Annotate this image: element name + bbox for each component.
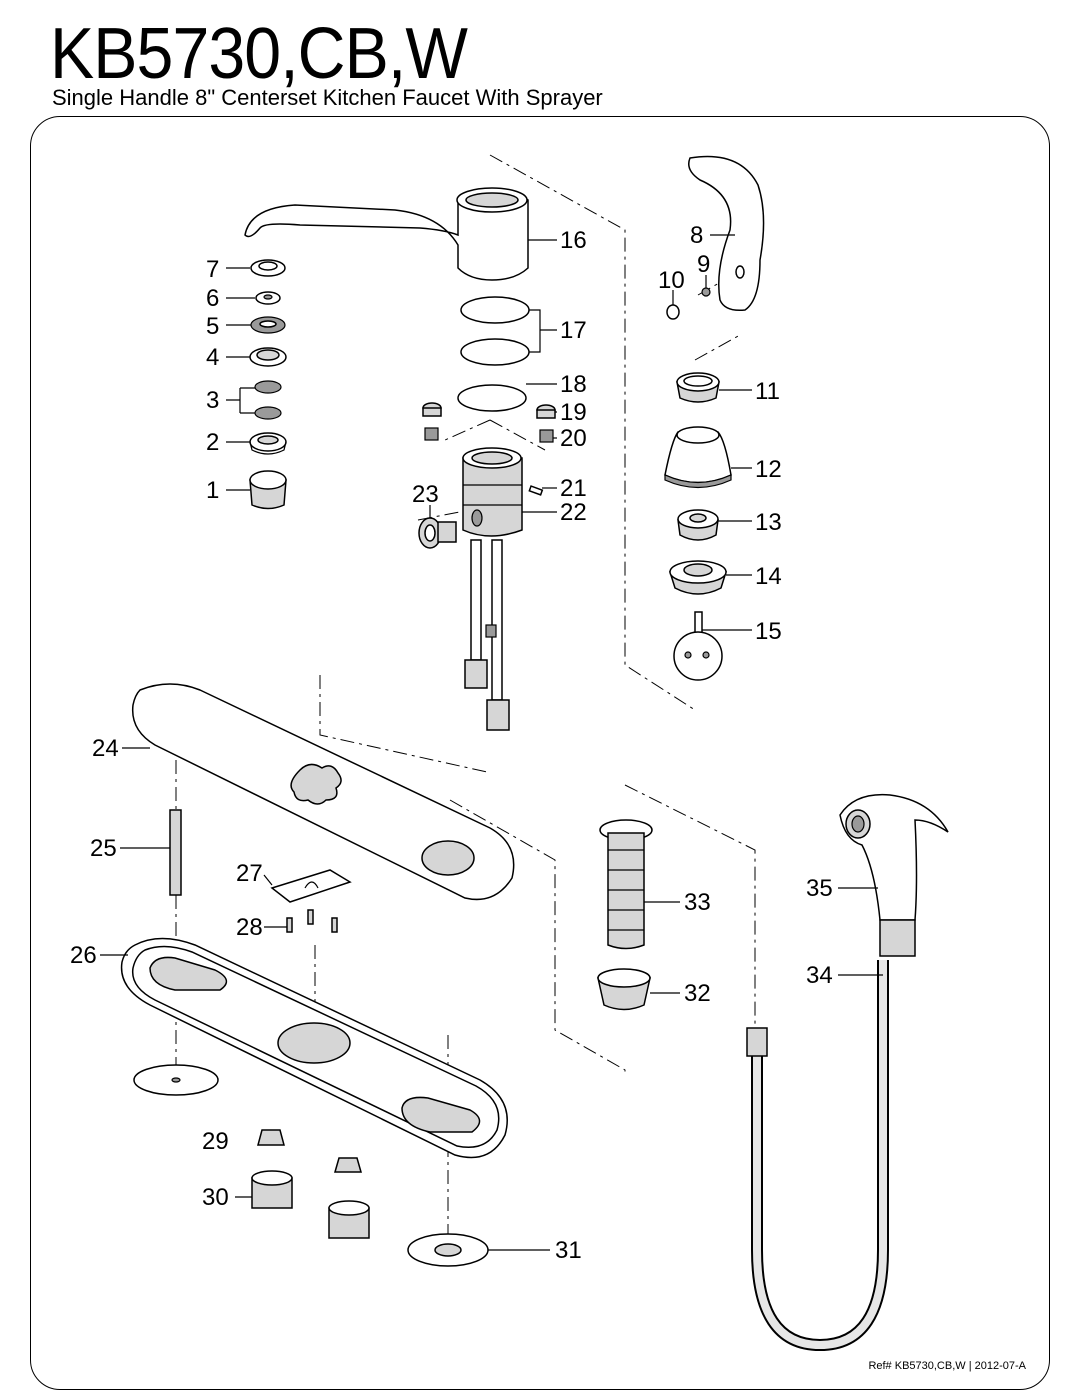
valve-body-part-22 (462, 447, 523, 537)
label-10: 10 (658, 267, 685, 294)
cap-part-10 (666, 304, 680, 320)
label-3: 3 (206, 387, 219, 414)
label-33: 33 (684, 889, 711, 916)
seal-part-14 (668, 560, 728, 595)
label-23: 23 (412, 481, 439, 508)
label-15: 15 (755, 618, 782, 645)
label-19: 19 (560, 399, 587, 426)
label-24: 24 (92, 735, 119, 762)
label-31: 31 (555, 1237, 582, 1264)
mounting-stud-part-25 (169, 809, 182, 896)
page-subtitle: Single Handle 8" Centerset Kitchen Fauce… (52, 85, 603, 110)
sprayer-head-part-35 (839, 793, 949, 957)
nut-plate-part-31 (407, 1233, 489, 1267)
springs-part-20 (424, 427, 554, 443)
label-9: 9 (697, 251, 710, 278)
label-1: 1 (206, 477, 219, 504)
label-18: 18 (560, 371, 587, 398)
spray-hose-guide-part-33 (599, 819, 653, 950)
label-26: 26 (70, 942, 97, 969)
label-11: 11 (755, 378, 780, 405)
label-20: 20 (560, 425, 587, 452)
spout-part-16 (244, 187, 529, 281)
label-5: 5 (206, 313, 219, 340)
label-25: 25 (90, 835, 117, 862)
screws-part-28 (286, 909, 338, 933)
bracket-part-27 (270, 869, 352, 903)
label-12: 12 (755, 456, 782, 483)
nuts-part-30 (251, 1170, 370, 1239)
pin-part-21 (528, 485, 544, 496)
handle-part-8 (688, 155, 765, 312)
nut-part-32 (597, 968, 651, 1011)
ball-part-15 (673, 611, 723, 681)
label-22: 22 (560, 499, 587, 526)
valve-seats-part-19 (422, 402, 556, 419)
supply-tubes (464, 539, 510, 731)
aerator-part-4 (249, 347, 287, 367)
label-28: 28 (236, 914, 263, 941)
part-labels: 1 2 3 4 5 6 7 8 9 10 11 12 13 14 15 16 1… (70, 222, 833, 1264)
label-21: 21 (560, 475, 587, 502)
hose-part-34 (746, 960, 889, 1352)
adapter-part-11 (676, 372, 720, 403)
dome-cap-part-12 (664, 426, 732, 489)
diagram-frame (30, 116, 1050, 1390)
aerator-part-7 (250, 259, 286, 277)
label-7: 7 (206, 256, 219, 283)
o-rings-part-17 (460, 296, 530, 366)
label-13: 13 (755, 509, 782, 536)
label-4: 4 (206, 344, 219, 371)
label-2: 2 (206, 429, 219, 456)
gasket-part-18 (457, 384, 527, 412)
label-35: 35 (806, 875, 833, 902)
label-16: 16 (560, 227, 587, 254)
gasket-part-26 (120, 937, 508, 1159)
label-32: 32 (684, 980, 711, 1007)
label-8: 8 (690, 222, 703, 249)
reference-code: Ref# KB5730,CB,W | 2012-07-A (868, 1360, 1026, 1372)
aerator-part-3-screens (254, 380, 282, 420)
deck-plate-part-24 (131, 683, 515, 901)
aerator-part-1-housing (249, 470, 287, 510)
label-29: 29 (202, 1128, 229, 1155)
label-27: 27 (236, 860, 263, 887)
page-title: KB5730,CB,W (50, 14, 468, 94)
compression-sleeves-part-29 (257, 1129, 362, 1173)
aerator-part-5 (250, 316, 286, 334)
diverter-part-23 (418, 517, 457, 549)
nut-plate-left (133, 1064, 219, 1096)
label-17: 17 (560, 317, 587, 344)
label-14: 14 (755, 563, 782, 590)
set-screw-part-9 (701, 287, 711, 297)
retainer-part-13 (677, 509, 719, 541)
aerator-part-2 (249, 432, 287, 455)
label-34: 34 (806, 962, 833, 989)
leader-lines (100, 234, 883, 1251)
label-30: 30 (202, 1184, 229, 1211)
label-6: 6 (206, 285, 219, 312)
aerator-part-6 (255, 291, 281, 305)
